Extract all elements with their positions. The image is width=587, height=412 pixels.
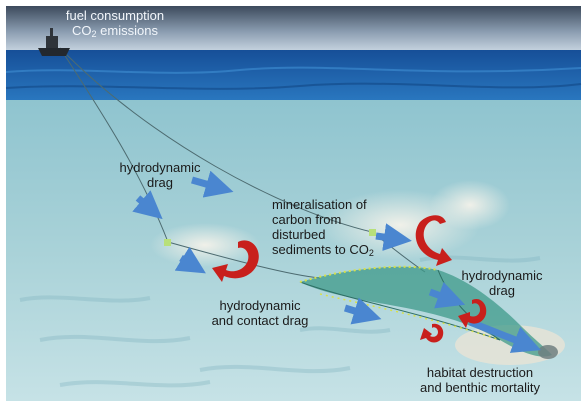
flow-arrow <box>343 297 382 325</box>
flow-arrows <box>132 170 542 353</box>
trawl-net <box>299 265 558 359</box>
turbulence-arrows <box>212 215 487 343</box>
flow-arrow <box>468 318 542 353</box>
flow-arrow <box>375 223 412 251</box>
otter-board-left <box>164 239 171 246</box>
hydrodynamic-drag-left-label: hydrodynamic drag <box>119 160 201 190</box>
flow-arrow <box>191 170 234 198</box>
mineralisation-label: mineralisation of carbon from disturbed … <box>272 197 374 258</box>
co2-emissions-text: CO2 emissions <box>72 23 158 39</box>
fuel-consumption-text: fuel consumption <box>65 8 165 23</box>
hydrodynamic-drag-right-label: hydrodynamic drag <box>461 268 543 298</box>
turbulence-arrow-bottom <box>420 323 444 343</box>
flow-arrow <box>174 246 206 274</box>
flow-arrow <box>428 282 466 309</box>
vessel-impact-label: fuel consumption CO2 emissions <box>55 8 175 39</box>
turbulence-arrow-top <box>415 215 452 266</box>
sky <box>6 6 581 52</box>
flow-arrow <box>132 190 163 220</box>
otter-board-right <box>369 229 376 236</box>
turbulence-arrow-left <box>212 240 259 282</box>
habitat-destruction-label: habitat destruction and benthic mortalit… <box>420 365 540 395</box>
hydrodynamic-contact-drag-label: hydrodynamic and contact drag <box>211 298 309 328</box>
sea-surface <box>6 50 581 102</box>
turbulence-arrow-right <box>458 298 487 328</box>
cod-end <box>538 345 558 359</box>
fishing-vessel-icon <box>38 28 70 56</box>
